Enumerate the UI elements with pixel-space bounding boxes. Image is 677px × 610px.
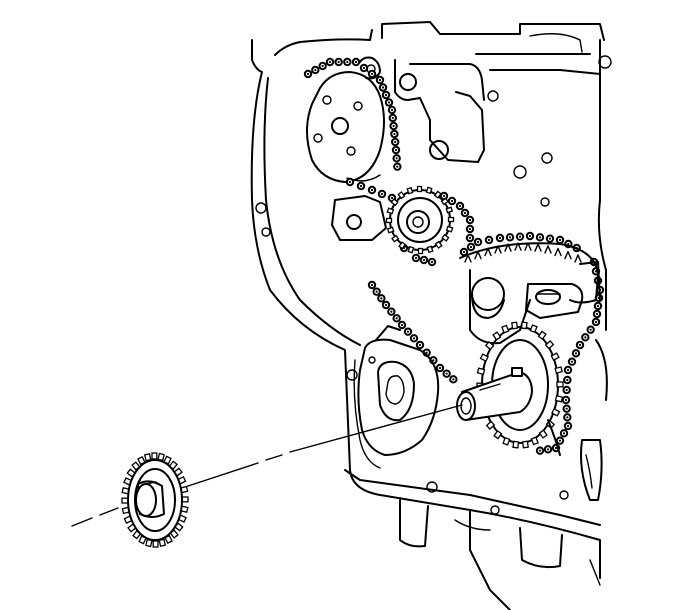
mounting-boss [331, 195, 387, 241]
crankshaft-sprocket [121, 452, 189, 548]
camshaft-sprocket [306, 71, 385, 183]
engine-block [250, 21, 607, 610]
installation-direction-line [71, 404, 463, 527]
idler-sprocket [385, 185, 455, 255]
upper-casting [359, 33, 601, 163]
right-casting [580, 339, 608, 501]
seal-housing [357, 325, 440, 456]
timing-chain [303, 57, 605, 455]
chain-tensioner [459, 242, 601, 345]
crankshaft-nose [456, 367, 533, 421]
cover-bolt-holes [255, 55, 612, 515]
